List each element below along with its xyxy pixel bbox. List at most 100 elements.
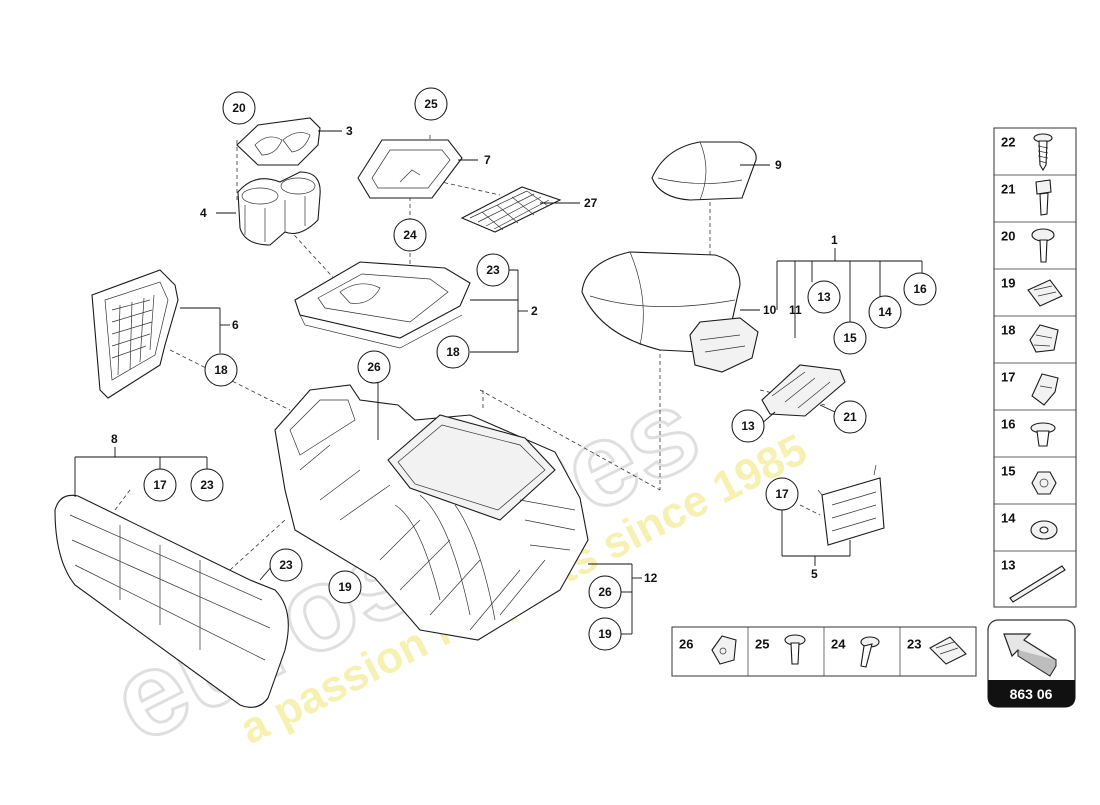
legend-item-23: 23 bbox=[907, 637, 921, 652]
svg-text:24: 24 bbox=[403, 228, 417, 242]
direction-arrow-icon bbox=[1003, 633, 1057, 677]
label-part-1: 1 bbox=[831, 233, 838, 247]
label-part-4: 4 bbox=[200, 206, 207, 220]
svg-text:16: 16 bbox=[913, 282, 927, 296]
part-honeycomb-panel bbox=[91, 269, 179, 399]
flange-screw-icon bbox=[784, 634, 806, 665]
retainer-clip-icon bbox=[1031, 373, 1059, 406]
svg-text:20: 20 bbox=[232, 101, 246, 115]
clip-icon bbox=[1027, 279, 1063, 307]
label-part-27: 27 bbox=[584, 196, 598, 210]
label-part-5: 5 bbox=[811, 567, 818, 581]
callout-25: 25 bbox=[414, 87, 448, 121]
callout-23: 23 bbox=[476, 253, 510, 287]
diagram-code: 863 06 bbox=[1010, 686, 1053, 702]
spring-clip-icon bbox=[1029, 324, 1059, 353]
svg-text:25: 25 bbox=[424, 97, 438, 111]
svg-text:21: 21 bbox=[843, 410, 857, 424]
legend-item-15: 15 bbox=[1001, 464, 1015, 479]
rod-icon bbox=[1009, 565, 1066, 603]
speed-nut-icon bbox=[711, 635, 737, 665]
torx-screw-icon bbox=[1031, 228, 1055, 263]
callout-14: 14 bbox=[868, 295, 902, 329]
part-cupholder-insert bbox=[237, 171, 321, 246]
washer-icon bbox=[1030, 520, 1058, 540]
part-trim-frame bbox=[294, 261, 471, 349]
part-mat bbox=[460, 186, 562, 233]
svg-text:17: 17 bbox=[775, 487, 789, 501]
label-part-12: 12 bbox=[644, 571, 658, 585]
legend-item-21: 21 bbox=[1001, 182, 1015, 197]
svg-text:26: 26 bbox=[598, 585, 612, 599]
callout-15: 15 bbox=[833, 321, 867, 355]
svg-text:14: 14 bbox=[878, 305, 892, 319]
callout-17: 17 bbox=[143, 468, 177, 502]
svg-text:15: 15 bbox=[843, 331, 857, 345]
hex-bolt-icon bbox=[860, 636, 880, 668]
part-bracket bbox=[817, 464, 885, 546]
part-armrest bbox=[581, 251, 759, 373]
part-console-body bbox=[274, 384, 589, 641]
callout-23: 23 bbox=[190, 468, 224, 502]
callout-19: 19 bbox=[328, 570, 362, 604]
nut-icon bbox=[1031, 471, 1057, 495]
legend-item-17: 17 bbox=[1001, 370, 1015, 385]
label-part-7: 7 bbox=[484, 153, 491, 167]
legend-item-13: 13 bbox=[1001, 558, 1015, 573]
part-side-panel bbox=[54, 494, 289, 708]
callout-24: 24 bbox=[393, 218, 427, 252]
callout-13: 13 bbox=[731, 409, 765, 443]
label-part-2: 2 bbox=[531, 304, 538, 318]
part-storage-tray bbox=[357, 139, 463, 199]
label-part-8: 8 bbox=[111, 432, 118, 446]
legend-bottom: 26 25 24 23 bbox=[671, 626, 977, 677]
callout-26: 26 bbox=[588, 575, 622, 609]
plug-icon bbox=[1030, 422, 1056, 447]
label-part-3: 3 bbox=[346, 124, 353, 138]
legend-item-20: 20 bbox=[1001, 229, 1015, 244]
legend-item-19: 19 bbox=[1001, 276, 1015, 291]
svg-text:19: 19 bbox=[598, 627, 612, 641]
svg-text:13: 13 bbox=[741, 419, 755, 433]
legend-item-22: 22 bbox=[1001, 135, 1015, 150]
callout-17: 17 bbox=[765, 477, 799, 511]
callout-26: 26 bbox=[357, 350, 391, 384]
part-usb-module bbox=[761, 364, 846, 417]
svg-text:18: 18 bbox=[214, 363, 228, 377]
label-part-9: 9 bbox=[775, 158, 782, 172]
part-armrest-lid bbox=[651, 141, 757, 201]
bolt-icon bbox=[1035, 179, 1052, 216]
svg-text:13: 13 bbox=[817, 290, 831, 304]
legend-item-16: 16 bbox=[1001, 417, 1015, 432]
screw-icon bbox=[1033, 133, 1053, 172]
legend-item-24: 24 bbox=[831, 637, 846, 652]
callout-19: 19 bbox=[588, 617, 622, 651]
edge-clip-icon bbox=[929, 636, 967, 665]
legend-item-25: 25 bbox=[755, 637, 769, 652]
svg-text:23: 23 bbox=[200, 478, 214, 492]
diagram-code-box: 863 06 bbox=[987, 619, 1076, 708]
label-part-11: 11 bbox=[789, 303, 802, 317]
callouts: 20 25 24 23 18 18 26 17 23 23 19 26 19 1… bbox=[143, 87, 937, 651]
callout-16: 16 bbox=[903, 272, 937, 306]
label-part-6: 6 bbox=[232, 318, 239, 332]
svg-text:26: 26 bbox=[367, 360, 381, 374]
svg-text:17: 17 bbox=[153, 478, 167, 492]
svg-text:23: 23 bbox=[486, 263, 500, 277]
callout-18: 18 bbox=[204, 353, 238, 387]
group-labels: 3 4 7 27 9 6 2 1 10 11 8 5 12 bbox=[111, 124, 838, 585]
callout-20: 20 bbox=[222, 91, 256, 125]
callout-21: 21 bbox=[833, 400, 867, 434]
callout-23: 23 bbox=[269, 548, 303, 582]
callout-13: 13 bbox=[807, 280, 841, 314]
label-part-10: 10 bbox=[763, 303, 777, 317]
legend-right: 22 21 20 19 18 17 16 15 14 13 bbox=[993, 127, 1077, 608]
part-cupholder-cover bbox=[236, 117, 321, 166]
legend-item-18: 18 bbox=[1001, 323, 1015, 338]
callout-18: 18 bbox=[436, 335, 470, 369]
svg-text:19: 19 bbox=[338, 580, 352, 594]
svg-text:18: 18 bbox=[446, 345, 460, 359]
legend-item-26: 26 bbox=[679, 637, 693, 652]
